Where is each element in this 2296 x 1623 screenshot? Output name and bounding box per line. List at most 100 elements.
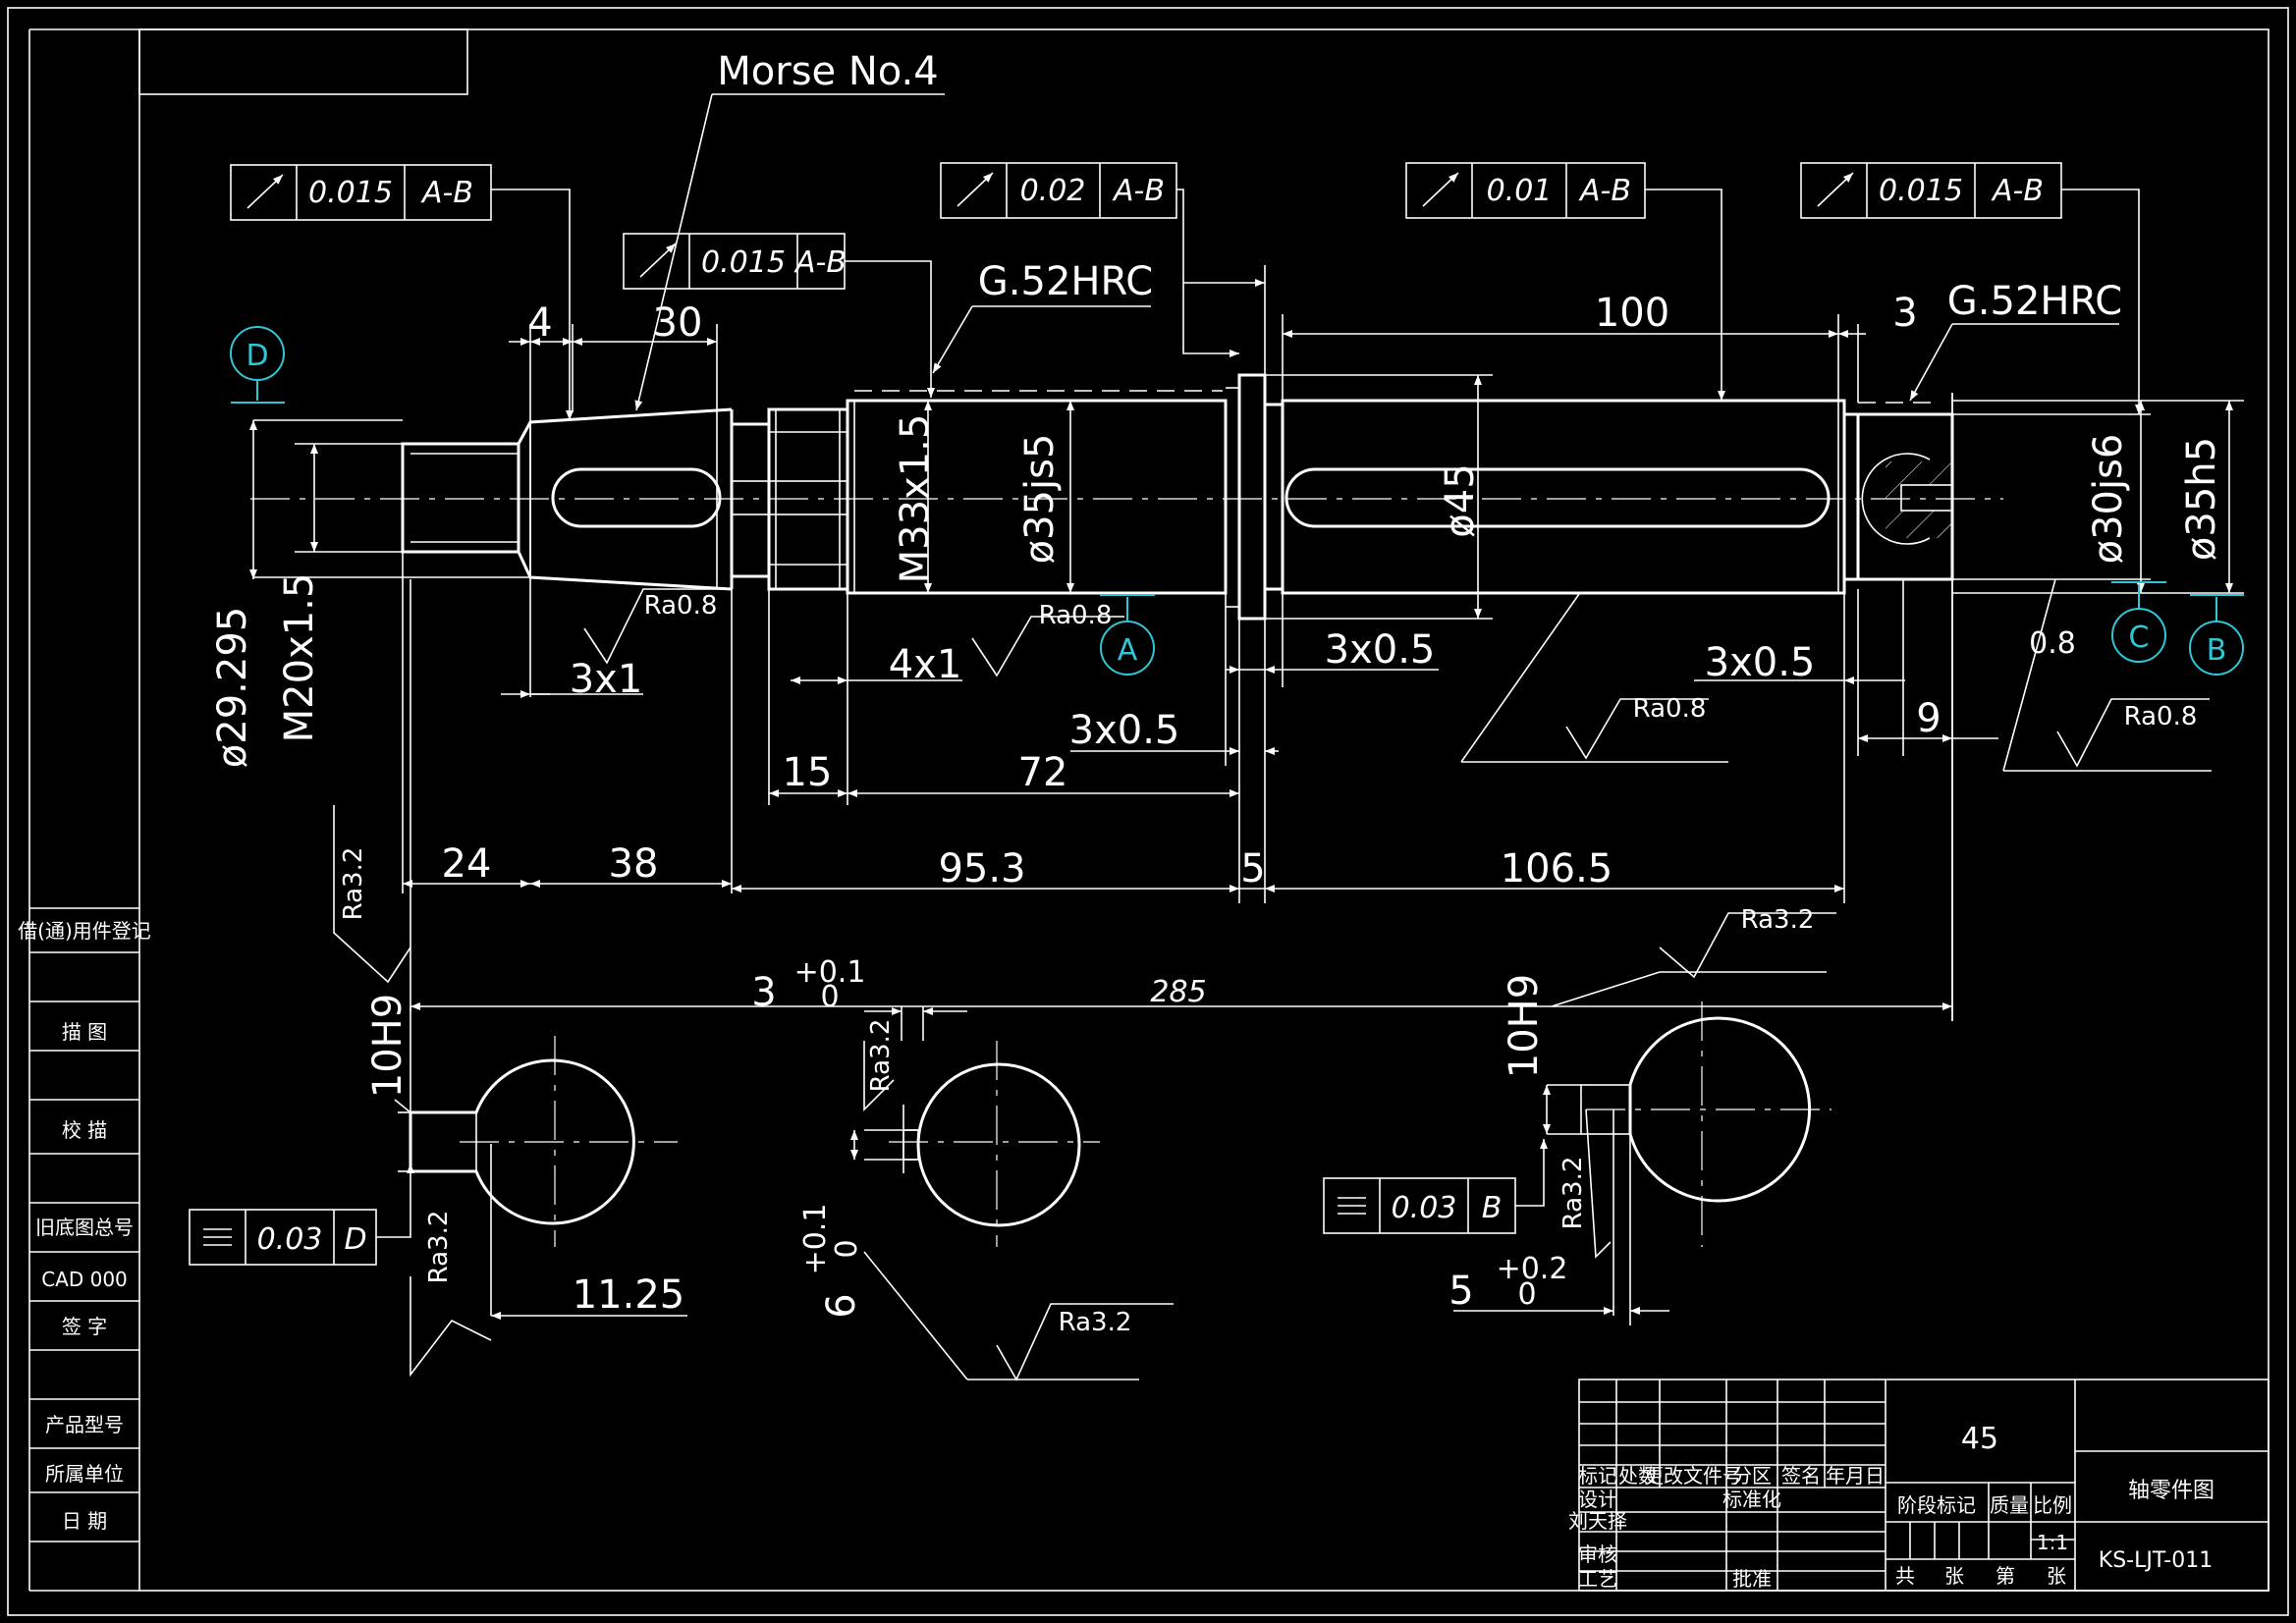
frame1-datum: A-B bbox=[420, 176, 473, 210]
frame6-value: 0.03 bbox=[257, 1222, 323, 1257]
roughness-6: Ra3.2 bbox=[1741, 905, 1815, 935]
left-strip: 借(通)用件登记 描 图 校 描 旧底图总号 CAD 000 签 字 产品型号 … bbox=[18, 907, 151, 1542]
frame2-datum: A-B bbox=[793, 245, 847, 280]
chamfer-3x1: 3x1 bbox=[570, 657, 643, 702]
title-block: 45 轴零件图 KS-LJT-011 标记 处数 更改文件号 分区 签名 年月日… bbox=[1568, 1379, 2269, 1592]
header-mark: 标记 bbox=[1578, 1464, 1617, 1488]
dim-5: 5 bbox=[1240, 846, 1265, 892]
stage-mark: 阶段标记 bbox=[1897, 1493, 1976, 1517]
strip-model: 产品型号 bbox=[45, 1413, 124, 1436]
frame5-value: 0.015 bbox=[1879, 174, 1963, 208]
frame6-datum: D bbox=[344, 1222, 366, 1257]
row-standard: 标准化 bbox=[1722, 1488, 1781, 1511]
section-view-3 bbox=[1453, 1001, 1831, 1325]
morse-label: Morse No.4 bbox=[717, 49, 938, 94]
roughness-symbols: Ra0.8 Ra0.8 Ra0.8 Ra0.8 Ra3.2 Ra3.2 Ra3.… bbox=[333, 578, 2212, 1381]
roughness-2: Ra0.8 bbox=[1039, 601, 1113, 630]
dim-0-8: 0.8 bbox=[2029, 626, 2076, 661]
sheet-border bbox=[7, 7, 2289, 1616]
frame2-value: 0.015 bbox=[701, 245, 786, 280]
chamfer-4x1: 4x1 bbox=[889, 642, 962, 687]
tol-plus-0-2: +0.2 bbox=[1497, 1252, 1568, 1286]
roughness-5: Ra3.2 bbox=[339, 847, 368, 921]
chamfer-3x0-5a: 3x0.5 bbox=[1325, 627, 1436, 673]
scale-value: 1:1 bbox=[2037, 1531, 2068, 1554]
hardness-label-a: G.52HRC bbox=[978, 259, 1153, 304]
strip-check: 校 描 bbox=[62, 1118, 107, 1142]
strip-old-no: 旧底图总号 bbox=[35, 1216, 134, 1239]
dia-35js5: ø35js5 bbox=[1017, 434, 1063, 565]
frame1-value: 0.015 bbox=[308, 176, 393, 210]
datum-a: A bbox=[1118, 633, 1138, 668]
strip-date: 日 期 bbox=[62, 1509, 107, 1533]
tol-zero-a: 0 bbox=[820, 980, 839, 1014]
row-approve: 批准 bbox=[1732, 1567, 1772, 1591]
strip-sign: 签 字 bbox=[62, 1315, 107, 1338]
thread-m33: M33x1.5 bbox=[893, 414, 938, 584]
datum-d: D bbox=[246, 339, 268, 373]
tol-plus-0-1a: +0.1 bbox=[794, 955, 866, 990]
thread-m20: M20x1.5 bbox=[277, 573, 322, 743]
roughness-7: Ra3.2 bbox=[424, 1211, 454, 1284]
section-view-1 bbox=[394, 1006, 687, 1320]
mass-label: 质量 bbox=[1990, 1493, 2029, 1517]
chamfer-3x0-5b: 3x0.5 bbox=[1705, 640, 1816, 685]
dia-30js6: ø30js6 bbox=[2086, 434, 2131, 565]
strip-unit: 所属单位 bbox=[45, 1462, 124, 1486]
drawing-number: KS-LJT-011 bbox=[2099, 1548, 2213, 1573]
dim-30: 30 bbox=[653, 300, 703, 346]
datum-b: B bbox=[2207, 633, 2227, 668]
strip-cad: CAD 000 bbox=[41, 1268, 128, 1291]
section-view-2 bbox=[850, 1006, 1100, 1247]
dim-95: 95.3 bbox=[938, 846, 1025, 892]
annotations: Morse No.4 G.52HRC G.52HRC bbox=[634, 49, 2122, 411]
dia-45: ø45 bbox=[1438, 463, 1483, 537]
sheets-label-1: 张 bbox=[1944, 1564, 1964, 1588]
dia-35h5: ø35h5 bbox=[2179, 437, 2224, 561]
dim-100: 100 bbox=[1595, 291, 1669, 336]
row-process: 工艺 bbox=[1578, 1567, 1617, 1591]
roughness-1: Ra0.8 bbox=[644, 591, 718, 621]
dim-5b: 5 bbox=[1449, 1269, 1473, 1314]
header-date: 年月日 bbox=[1826, 1464, 1885, 1488]
frame5-datum: A-B bbox=[1991, 174, 2044, 208]
dim-285: 285 bbox=[1150, 975, 1206, 1009]
tol-zero-c: 0 bbox=[1517, 1277, 1536, 1312]
dim-24: 24 bbox=[442, 841, 492, 887]
keyway-10h9b: 10H9 bbox=[1502, 974, 1547, 1078]
dim-6: 6 bbox=[819, 1293, 864, 1318]
dim-11-25: 11.25 bbox=[573, 1272, 685, 1318]
chamfer-3x0-5c: 3x0.5 bbox=[1069, 708, 1180, 753]
row-design: 设计 bbox=[1578, 1488, 1617, 1511]
frame4-datum: A-B bbox=[1578, 174, 1631, 208]
header-zone: 分区 bbox=[1732, 1464, 1772, 1488]
section-views bbox=[394, 1001, 1831, 1325]
part-name: 轴零件图 bbox=[2128, 1479, 2214, 1503]
header-count: 处数 bbox=[1618, 1464, 1658, 1488]
roughness-10: Ra3.2 bbox=[1558, 1157, 1588, 1230]
frame4-value: 0.01 bbox=[1487, 174, 1553, 208]
tol-plus-0-1b: +0.1 bbox=[798, 1204, 833, 1275]
dia-29-295: ø29.295 bbox=[210, 607, 255, 768]
roughness-4: Ra0.8 bbox=[2124, 702, 2198, 731]
dim-15: 15 bbox=[783, 750, 833, 795]
strip-trace: 描 图 bbox=[62, 1020, 107, 1044]
material: 45 bbox=[1961, 1422, 1998, 1456]
dim-72: 72 bbox=[1018, 750, 1068, 795]
frame7-datum: B bbox=[1482, 1191, 1503, 1225]
roughness-9: Ra3.2 bbox=[1059, 1308, 1132, 1337]
header-doc: 更改文件号 bbox=[1644, 1464, 1742, 1488]
shaft-outline bbox=[250, 373, 2003, 621]
ratio-label: 比例 bbox=[2033, 1493, 2072, 1517]
total-label: 共 bbox=[1895, 1564, 1915, 1588]
roughness-8: Ra3.2 bbox=[866, 1019, 896, 1093]
dim-106: 106.5 bbox=[1501, 846, 1613, 892]
sheet-no-label: 第 bbox=[1995, 1564, 2015, 1588]
dimension-lines bbox=[249, 265, 2244, 1021]
strip-register: 借(通)用件登记 bbox=[18, 919, 151, 943]
datum-markers: D A C B bbox=[230, 326, 2244, 676]
row-review: 审核 bbox=[1578, 1542, 1617, 1566]
tol-zero-b: 0 bbox=[830, 1239, 864, 1258]
dim-9: 9 bbox=[1916, 696, 1941, 741]
